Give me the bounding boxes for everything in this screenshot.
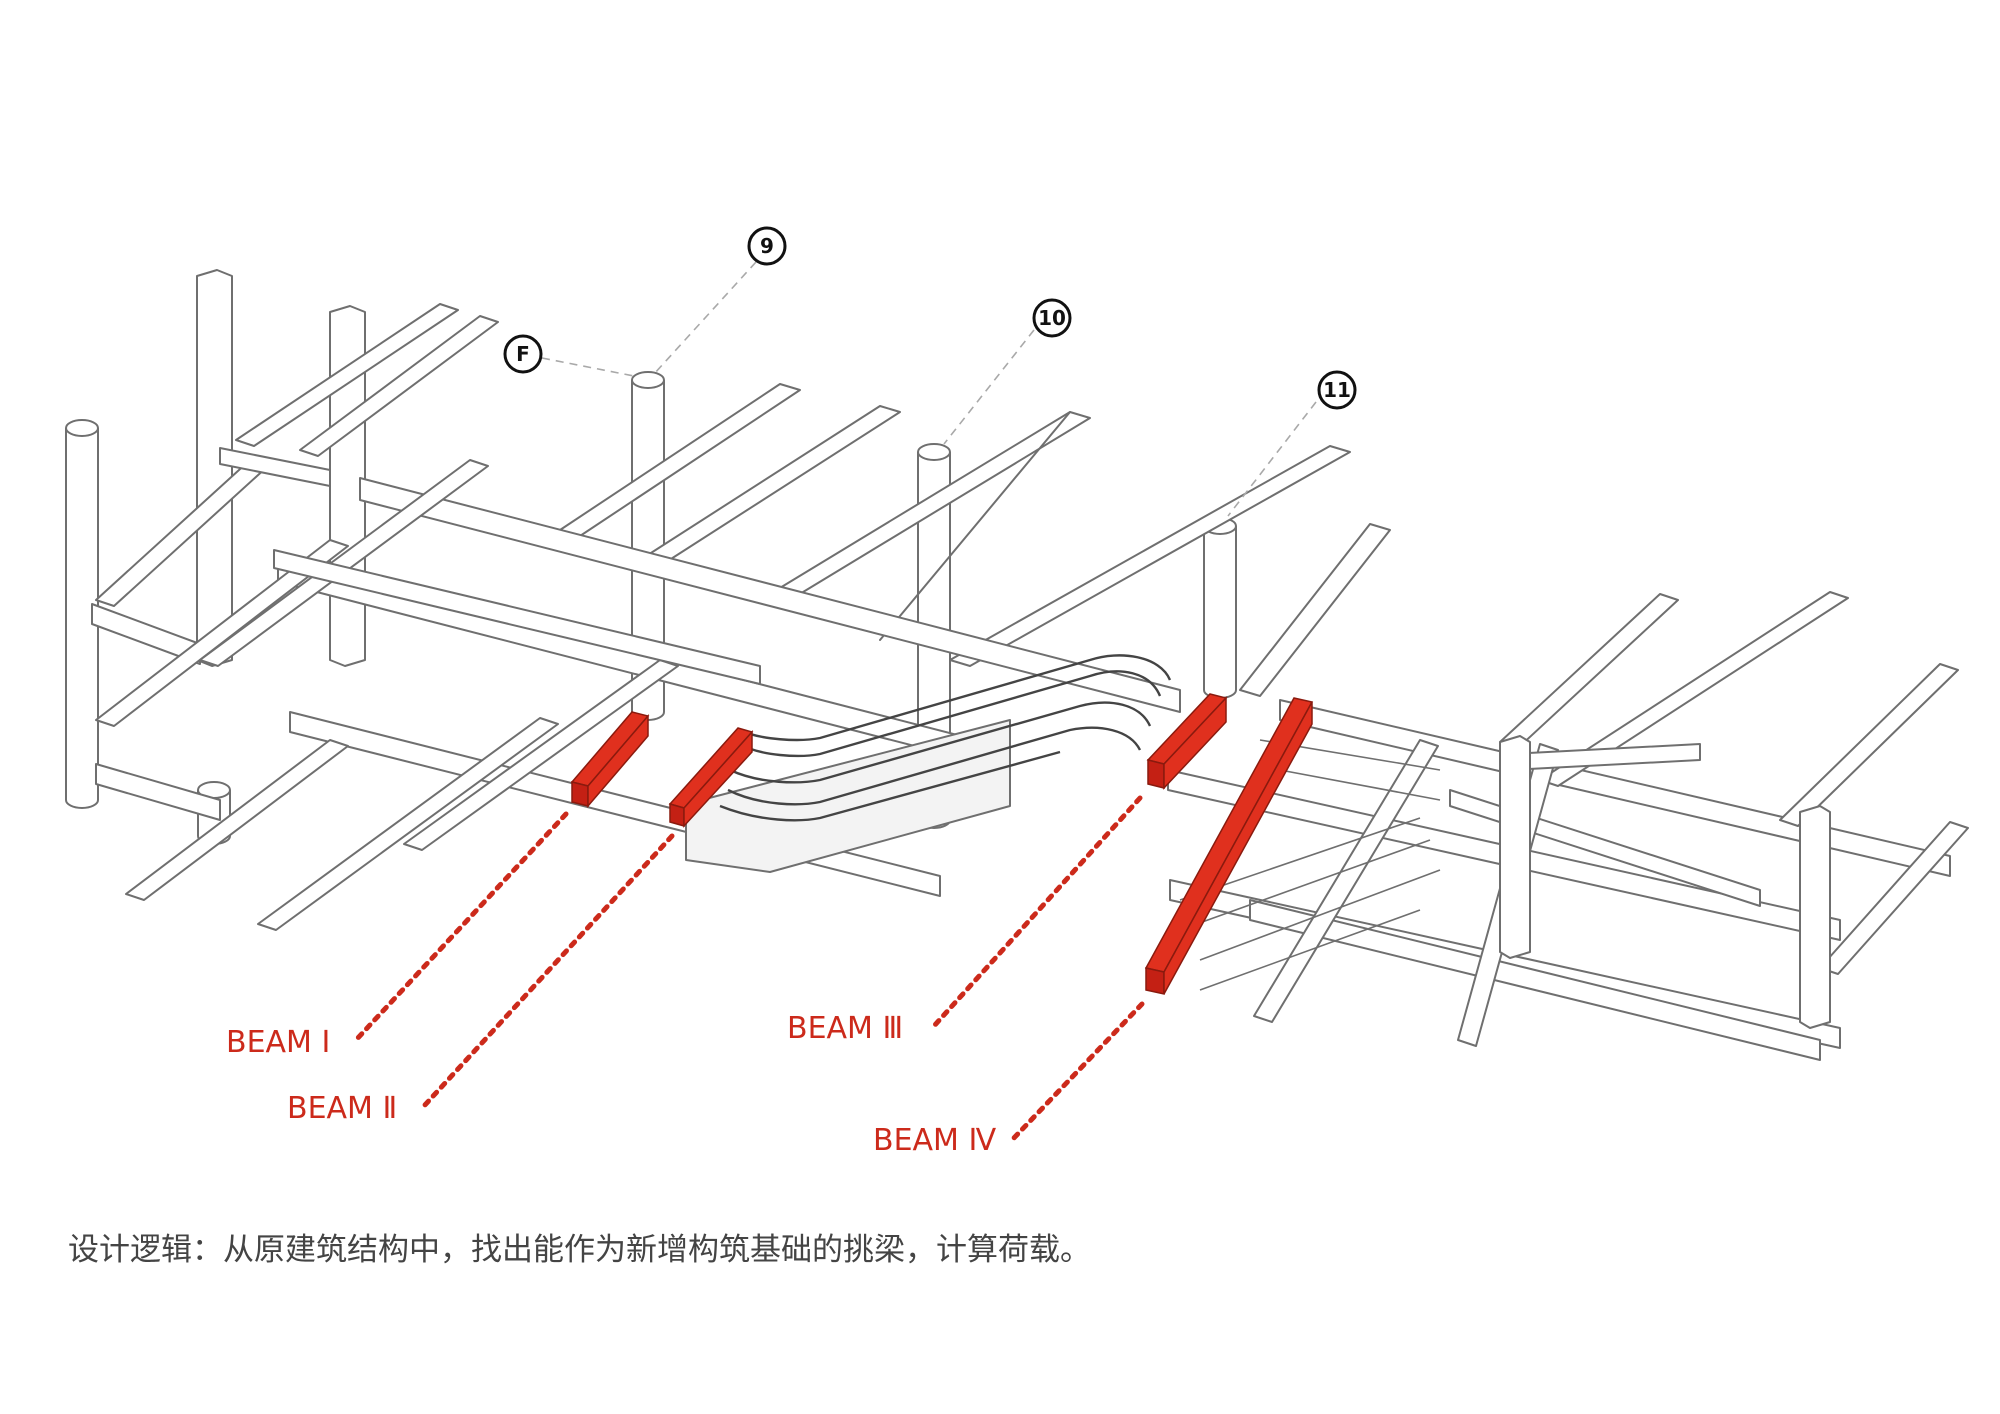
axis-marker-10: 10 — [1032, 298, 1072, 338]
axis-label-9: 9 — [760, 234, 774, 258]
beam-1-shape — [570, 711, 650, 809]
long-beam-right-top — [1279, 699, 1951, 877]
beam-3-leader — [931, 795, 1143, 1029]
beam-3-shape — [1146, 693, 1228, 790]
caption: 设计逻辑：从原建筑结构中，找出能作为新增构筑基础的挑梁，计算荷载。 — [68, 1232, 1091, 1268]
escalator — [685, 654, 1172, 873]
axis-marker-9: 9 — [747, 226, 787, 266]
long-beam-top — [359, 477, 1181, 713]
existing-beams-right — [1167, 591, 1969, 1061]
beam-3-label: BEAM Ⅲ — [787, 1011, 903, 1046]
column-axis-11 — [1203, 526, 1237, 699]
red-leaders — [353, 795, 1145, 1143]
beam-1-leader — [353, 811, 569, 1043]
axis-label-11: 11 — [1323, 378, 1351, 402]
beam-2-shape — [668, 727, 754, 828]
beam-2-leader — [421, 833, 675, 1109]
highlight-beams — [570, 693, 1314, 995]
escalator-body — [685, 719, 1011, 873]
axis-leaders — [541, 261, 1317, 517]
beam-4-label: BEAM Ⅳ — [873, 1123, 996, 1158]
axis-label-10: 10 — [1038, 306, 1066, 330]
column-left-round — [65, 428, 99, 809]
short-beam-left — [91, 603, 201, 665]
beam-2-label: BEAM Ⅱ — [287, 1091, 397, 1126]
column-square-1 — [196, 269, 233, 667]
axis-marker-F: F — [503, 334, 543, 374]
beam-1-label: BEAM Ⅰ — [226, 1025, 330, 1060]
axis-marker-11: 11 — [1317, 370, 1357, 410]
beam-4-shape — [1144, 697, 1314, 995]
axis-label-F: F — [516, 342, 530, 366]
beam-4-leader — [1009, 1001, 1145, 1143]
